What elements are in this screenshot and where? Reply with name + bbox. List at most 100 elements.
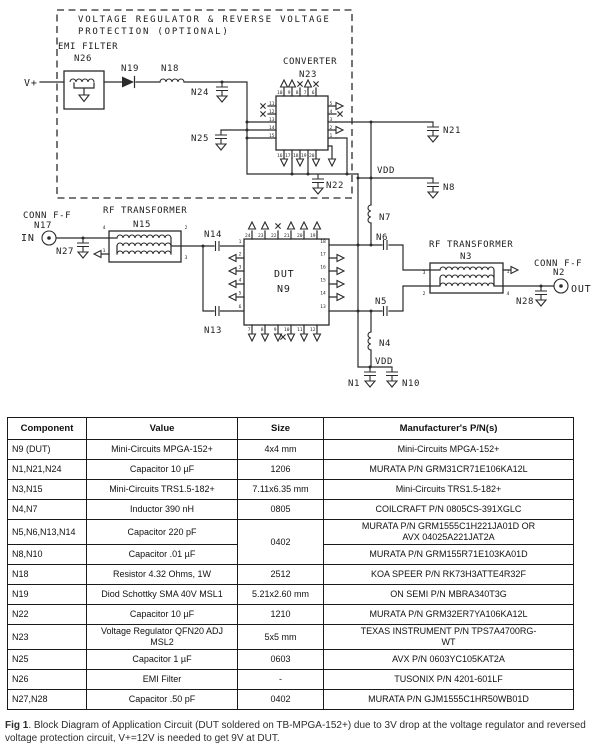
cell-size: 1210 [237, 604, 324, 625]
n4-inductor-icon [367, 331, 372, 351]
vplus-label: V+ [24, 78, 38, 89]
emi-filter-box [63, 70, 105, 110]
dut-label: DUT [274, 269, 294, 280]
label-n15: N15 [133, 220, 151, 230]
cell-size: 1206 [237, 459, 324, 480]
column-header: Value [86, 417, 238, 440]
vdd-bottom-label: VDD [375, 357, 393, 367]
cell-size: 0402 [237, 519, 324, 565]
label-n25: N25 [191, 134, 209, 144]
cell-pn: MURATA P/N GRM1555C1H221JA01D OR AVX 040… [323, 519, 574, 545]
n19-diode-icon [122, 75, 136, 89]
cell-value: EMI Filter [86, 669, 238, 690]
pin-number: 20 [309, 153, 315, 159]
n7-inductor-icon [367, 204, 372, 224]
cell-pn: Mini-Circuits TRS1.5-182+ [323, 479, 574, 500]
cell-value: Capacitor .50 pF [86, 689, 238, 710]
pin-number: 16 [277, 153, 283, 159]
wire-converter-bottom [291, 121, 434, 175]
emi-filter-label: EMI FILTER [58, 42, 118, 52]
wire-dut-out-bottom [328, 285, 431, 312]
pin-number: 10 [284, 327, 290, 333]
cell-size: 2512 [237, 564, 324, 585]
cell-component: N23 [7, 624, 87, 650]
diagram-title-line2: PROTECTION (OPTIONAL) [78, 27, 230, 37]
n15-pin-4: 4 [103, 225, 106, 231]
label-n6: N6 [376, 233, 388, 243]
cell-value: Mini-Circuits TRS1.5-182+ [86, 479, 238, 500]
label-n23: N23 [299, 70, 317, 80]
cell-size: 0603 [237, 649, 324, 670]
figure-caption-prefix: Fig 1 [5, 720, 29, 731]
pin-number: 20 [297, 233, 303, 239]
n22-capacitor-icon [311, 173, 325, 195]
n25-capacitor-icon [214, 129, 228, 151]
label-n21: N21 [443, 126, 461, 136]
n1-capacitor-icon [363, 366, 377, 388]
label-n10: N10 [402, 379, 420, 389]
column-header: Component [7, 417, 87, 440]
cell-size: 0805 [237, 499, 324, 520]
pin-number: 9 [274, 327, 277, 333]
label-n13: N13 [204, 326, 222, 336]
label-n27: N27 [56, 247, 74, 257]
column-header: Size [237, 417, 324, 440]
n5-capacitor-icon [382, 305, 388, 317]
pin-number: 23 [258, 233, 264, 239]
cell-value: Mini-Circuits MPGA-152+ [86, 439, 238, 460]
junction-dots [81, 80, 543, 369]
cell-pn: TUSONIX P/N 4201-601LF [323, 669, 574, 690]
pin-number: 18 [320, 239, 326, 245]
n15-pin-1: 1 [103, 248, 106, 254]
pin-number: 18 [293, 153, 299, 159]
cell-component: N26 [7, 669, 87, 690]
pin-number: 6 [239, 304, 242, 310]
diagram-title-line1: VOLTAGE REGULATOR & REVERSE VOLTAGE [78, 15, 331, 25]
pin-number: 15 [320, 278, 326, 284]
label-n5: N5 [375, 297, 387, 307]
pin-number: 13 [320, 304, 326, 310]
n24-capacitor-icon [215, 81, 229, 103]
label-n8: N8 [443, 183, 455, 193]
label-n17: N17 [34, 221, 52, 231]
pin-number: 14 [269, 125, 275, 131]
cell-value: Capacitor 10 µF [86, 459, 238, 480]
transformer-n15-box [108, 230, 182, 263]
cell-component: N27,N28 [7, 689, 87, 710]
label-n28: N28 [516, 297, 534, 307]
cell-pn: MURATA P/N GRM32ER7YA106KA12L [323, 604, 574, 625]
wire-dut-out-top [328, 244, 431, 271]
pin-number: 21 [284, 233, 290, 239]
label-n19: N19 [121, 64, 139, 74]
pin-number: 11 [297, 327, 303, 333]
cell-component: N3,N15 [7, 479, 87, 500]
rf-transformer-left-label: RF TRANSFORMER [103, 206, 187, 216]
pin-number: 5 [239, 291, 242, 297]
pin-number: 14 [320, 291, 326, 297]
label-n26: N26 [74, 54, 92, 64]
cell-pn: MURATA P/N GRM155R71E103KA01D [323, 544, 574, 565]
n15-winding-icon [116, 250, 172, 255]
x-mark-icon [279, 333, 287, 341]
pin-number: 2 [330, 125, 333, 131]
cell-size: 4x4 mm [237, 439, 324, 460]
pin-number: 17 [320, 252, 326, 258]
column-header: Manufacturer's P/N(s) [323, 417, 574, 440]
converter-stubs [283, 87, 337, 159]
cell-value: Resistor 4.32 Ohms, 1W [86, 564, 238, 585]
n15-pin-2: 2 [185, 225, 188, 231]
n3-pin-2: 2 [423, 291, 426, 297]
label-n9: N9 [277, 284, 291, 295]
cell-value: Capacitor 10 µF [86, 604, 238, 625]
cell-pn: ON SEMI P/N MBRA340T3G [323, 584, 574, 605]
converter-label: CONVERTER [283, 57, 337, 67]
